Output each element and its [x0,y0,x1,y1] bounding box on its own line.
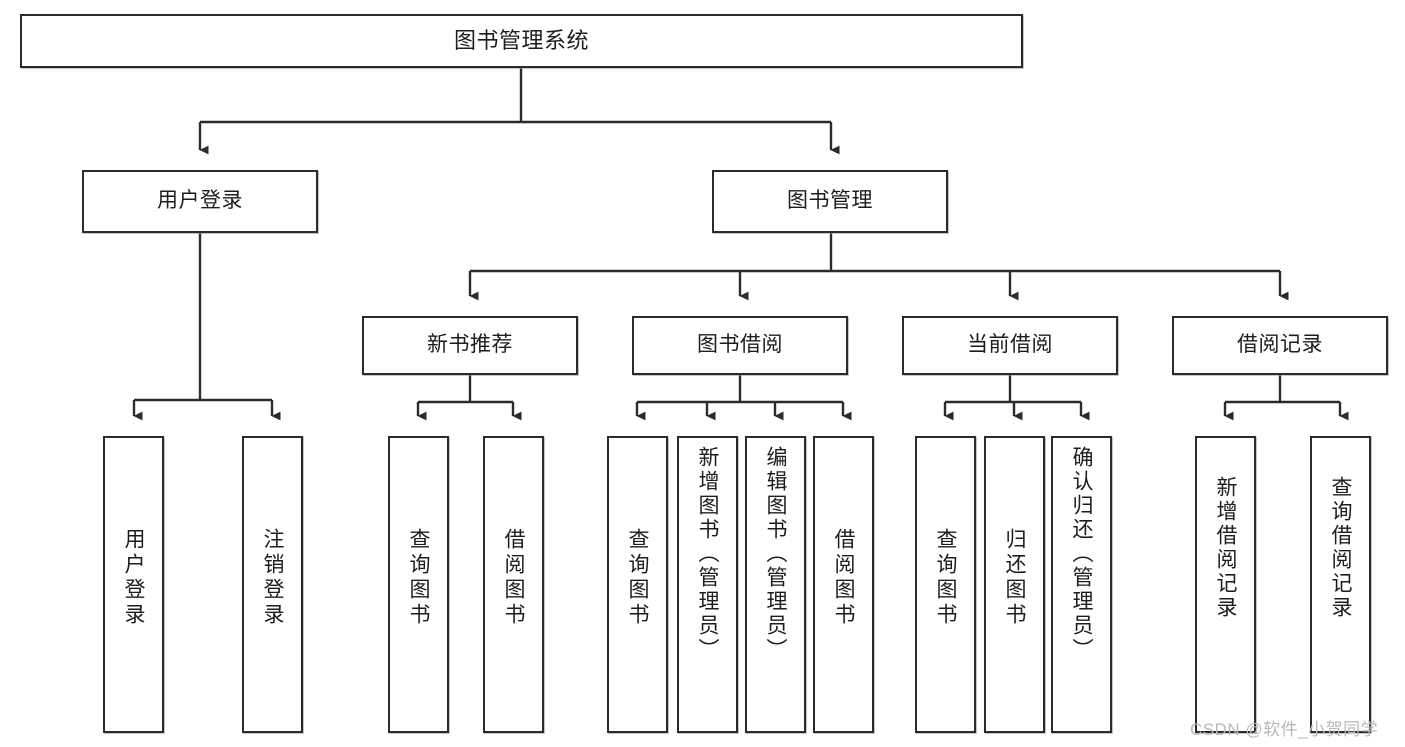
leaf-record-add-borrow-record[interactable]: 新增借阅记录 [1195,436,1256,733]
node-current-borrowing[interactable]: 当前借阅 [902,316,1118,375]
csdn-watermark: CSDN @软件_小贺同学 [1190,720,1379,739]
leaf-current-query-books[interactable]: 查询图书 [915,436,976,733]
leaf-current-confirm-return-admin[interactable]: 确认归还（管理员） [1051,436,1112,733]
node-label: 借阅图书 [502,528,525,628]
leaf-user-login-login[interactable]: 用户登录 [103,436,164,733]
leaf-borrow-add-book-admin[interactable]: 新增图书（管理员） [677,436,738,733]
node-borrowing-record[interactable]: 借阅记录 [1172,316,1388,375]
node-label: 查询图书 [407,528,430,628]
leaf-new-book-borrow-books[interactable]: 借阅图书 [483,436,544,733]
node-label: 新增图书（管理员） [696,446,719,662]
node-root-book-management-system[interactable]: 图书管理系统 [20,14,1023,68]
node-label: 新增借阅记录 [1214,476,1237,620]
node-book-borrowing[interactable]: 图书借阅 [632,316,848,375]
node-label: 注销登录 [261,528,284,628]
node-label: 查询图书 [934,528,957,628]
leaf-borrow-query-books[interactable]: 查询图书 [607,436,668,733]
node-label: 用户登录 [157,189,243,213]
node-new-book-recommendation[interactable]: 新书推荐 [362,316,578,375]
leaf-new-book-query-books[interactable]: 查询图书 [388,436,449,733]
leaf-record-query-borrow-record[interactable]: 查询借阅记录 [1310,436,1371,733]
node-label: 图书借阅 [697,333,783,357]
leaf-borrow-edit-book-admin[interactable]: 编辑图书（管理员） [745,436,806,733]
node-label: 当前借阅 [967,333,1053,357]
node-user-login[interactable]: 用户登录 [82,170,318,233]
leaf-borrow-borrow-books[interactable]: 借阅图书 [813,436,874,733]
leaf-user-login-logout[interactable]: 注销登录 [242,436,303,733]
node-label: 归还图书 [1003,528,1026,628]
node-label: 查询图书 [626,528,649,628]
node-label: 图书管理系统 [453,28,589,54]
node-label: 确认归还（管理员） [1070,446,1093,662]
node-label: 编辑图书（管理员） [764,446,787,662]
node-label: 借阅图书 [832,528,855,628]
node-label: 查询借阅记录 [1329,476,1352,620]
node-label: 用户登录 [122,528,145,628]
node-label: 图书管理 [787,189,873,213]
node-label: 新书推荐 [427,333,513,357]
leaf-current-return-books[interactable]: 归还图书 [984,436,1045,733]
node-label: 借阅记录 [1237,333,1323,357]
node-book-management[interactable]: 图书管理 [712,170,948,233]
